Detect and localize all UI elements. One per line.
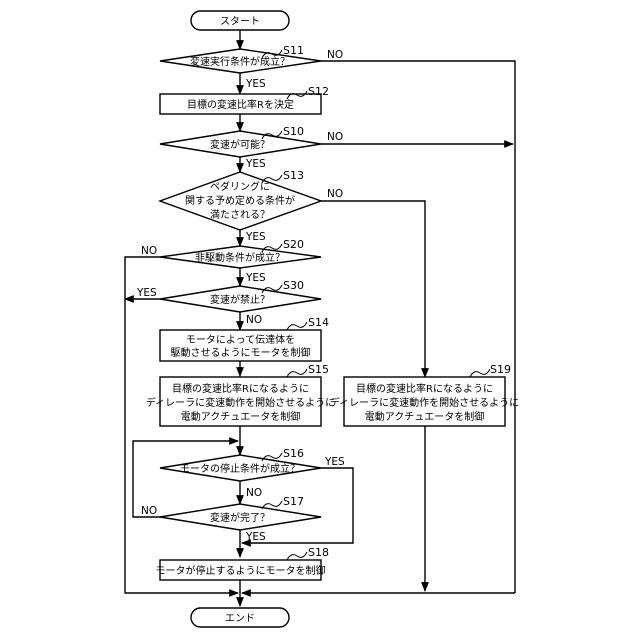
start-label: スタート	[220, 16, 260, 28]
s20-no-label: NO	[141, 245, 157, 257]
s13-text-2: 関する予め定める条件が	[185, 194, 295, 207]
s19-text-3: 電動アクチュエータを制御	[365, 410, 485, 423]
s16-no-label: NO	[246, 487, 262, 499]
s13-yes-label: YES	[245, 231, 266, 243]
process-s18: モータが停止するようにモータを制御	[156, 560, 326, 580]
s14-text-1: モータによって伝達体を	[186, 334, 295, 346]
s13-text-3: 満たされる？	[210, 209, 270, 221]
s19-text-1: 目標の変速比率Rになるように	[356, 382, 493, 395]
s20-text: 非駆動条件が成立？	[195, 251, 285, 264]
s17-text: 変速が完了？	[210, 511, 270, 524]
s12-text: 目標の変速比率Rを決定	[187, 98, 294, 111]
s17-yes-label: YES	[245, 531, 266, 543]
s19-label: S19	[490, 363, 511, 376]
s10-label: S10	[283, 125, 304, 138]
process-s12: 目標の変速比率Rを決定	[160, 94, 321, 114]
s15-label: S15	[308, 363, 329, 376]
arrow-s13-no	[321, 201, 425, 377]
start-terminal: スタート	[191, 11, 289, 30]
s15-text-3: 電動アクチュエータを制御	[181, 410, 301, 423]
s13-label: S13	[283, 169, 304, 182]
s10-no-label: NO	[327, 131, 343, 143]
s30-yes-label: YES	[136, 287, 157, 299]
s17-label: S17	[283, 495, 304, 508]
s16-yes-label: YES	[324, 456, 345, 468]
process-s14: モータによって伝達体を 駆動させるようにモータを制御	[160, 330, 321, 361]
s17-no-label: NO	[141, 505, 157, 517]
end-terminal: エンド	[191, 608, 289, 627]
s15-text-2: ディレーラに変速動作を開始させるように	[146, 396, 335, 409]
s11-no-label: NO	[327, 49, 343, 61]
s18-text: モータが停止するようにモータを制御	[156, 564, 326, 577]
s10-text: 変速が可能？	[210, 138, 270, 151]
s11-text: 変速実行条件が成立？	[190, 55, 290, 68]
s13-text-1: ペダリングに	[210, 180, 270, 193]
arrow-s11-no	[321, 61, 515, 593]
s18-label: S18	[308, 546, 329, 559]
s19-text-2: ディレーラに変速動作を開始させるように	[330, 396, 519, 409]
end-label: エンド	[225, 614, 255, 625]
s30-text: 変速が禁止？	[210, 293, 270, 306]
s13-no-label: NO	[327, 188, 343, 200]
s11-yes-label: YES	[245, 78, 266, 90]
process-s15: 目標の変速比率Rになるように ディレーラに変速動作を開始させるように 電動アクチ…	[146, 377, 335, 426]
s30-no-label: NO	[246, 314, 262, 326]
s14-text-2: 駆動させるようにモータを制御	[171, 346, 311, 359]
s12-label: S12	[308, 85, 329, 98]
s16-label: S16	[283, 447, 304, 460]
s11-label: S11	[283, 44, 304, 57]
s30-label: S30	[283, 279, 304, 292]
s10-yes-label: YES	[245, 158, 266, 170]
s14-label: S14	[308, 316, 329, 329]
s20-yes-label: YES	[245, 272, 266, 284]
s15-text-1: 目標の変速比率Rになるように	[172, 382, 309, 395]
s16-text: モータの停止条件が成立？	[180, 462, 300, 475]
process-s19: 目標の変速比率Rになるように ディレーラに変速動作を開始させるように 電動アクチ…	[330, 377, 519, 426]
s20-label: S20	[283, 238, 304, 251]
